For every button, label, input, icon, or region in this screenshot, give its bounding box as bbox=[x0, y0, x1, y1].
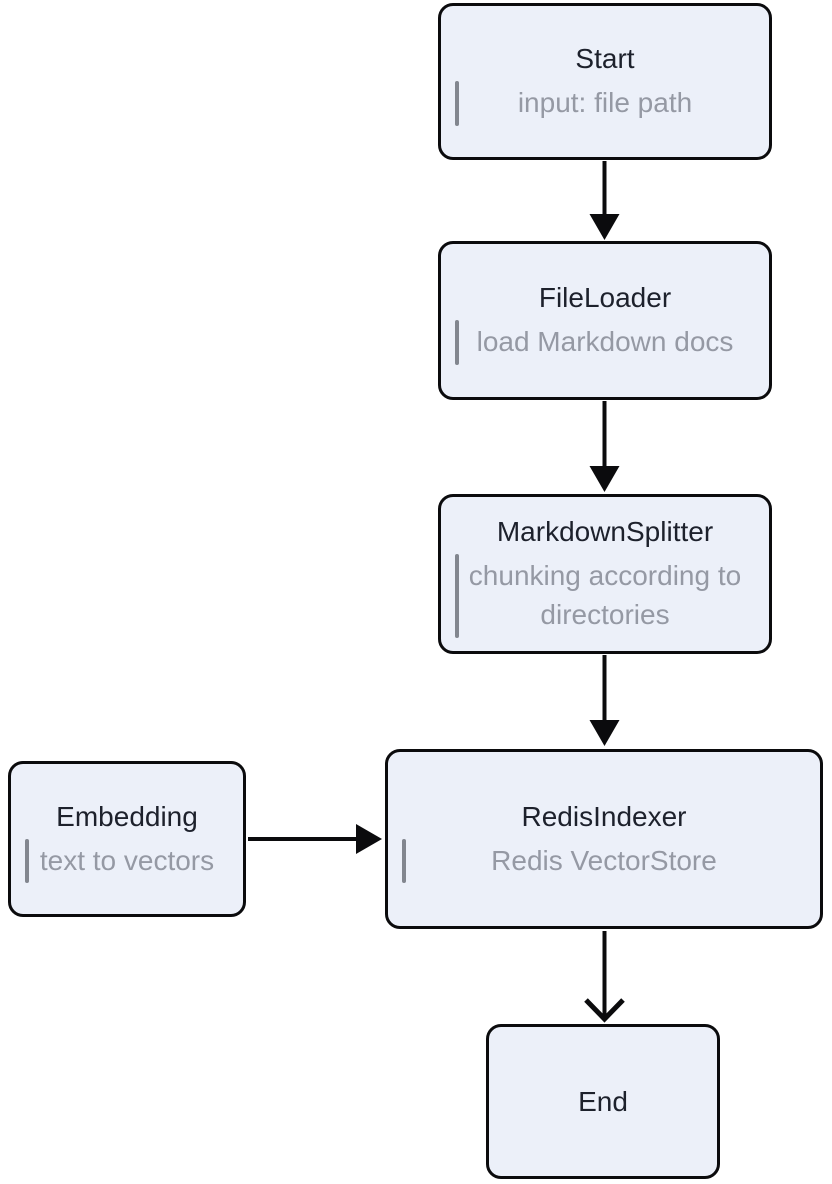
arrowhead-filled-icon bbox=[589, 214, 620, 240]
arrowhead-filled-icon bbox=[589, 720, 620, 746]
edge-fileloader-to-markdownsplitter bbox=[589, 401, 620, 492]
node-markdownsplitter-title: MarkdownSplitter bbox=[496, 516, 714, 548]
node-redisindexer-title: RedisIndexer bbox=[521, 800, 687, 832]
edge-redisindexer-to-end bbox=[584, 931, 625, 1023]
node-markdownsplitter-subtitle-row: chunking according to directories bbox=[441, 554, 769, 638]
node-embedding-title: Embedding bbox=[56, 800, 198, 832]
node-start: Start input: file path bbox=[438, 3, 772, 160]
subtitle-quote-bar bbox=[402, 838, 406, 884]
node-markdownsplitter: MarkdownSplitter chunking according to d… bbox=[438, 494, 772, 654]
node-redisindexer-subtitle-row: Redis VectorStore bbox=[388, 838, 820, 884]
edge-markdownsplitter-to-redisindexer bbox=[589, 655, 620, 746]
arrowhead-filled-icon bbox=[589, 466, 620, 492]
subtitle-quote-bar bbox=[25, 838, 29, 884]
node-fileloader-subtitle-row: load Markdown docs bbox=[441, 320, 769, 365]
arrowhead-filled-icon bbox=[356, 824, 382, 854]
node-start-title: Start bbox=[575, 43, 635, 75]
subtitle-quote-bar bbox=[455, 554, 459, 638]
node-redisindexer: RedisIndexer Redis VectorStore bbox=[385, 749, 823, 929]
node-fileloader-title: FileLoader bbox=[538, 282, 672, 314]
node-embedding: Embedding text to vectors bbox=[8, 761, 246, 917]
node-end: End bbox=[486, 1024, 720, 1179]
node-redisindexer-subtitle: Redis VectorStore bbox=[491, 844, 717, 876]
subtitle-quote-bar bbox=[455, 81, 459, 126]
node-end-title: End bbox=[578, 1085, 628, 1117]
subtitle-quote-bar bbox=[455, 320, 459, 365]
node-fileloader: FileLoader load Markdown docs bbox=[438, 241, 772, 400]
node-embedding-subtitle-row: text to vectors bbox=[11, 838, 243, 884]
edge-start-to-fileloader bbox=[589, 161, 620, 240]
edge-embedding-to-redisindexer bbox=[248, 824, 382, 854]
node-embedding-subtitle: text to vectors bbox=[39, 844, 215, 876]
node-start-subtitle: input: file path bbox=[517, 87, 693, 119]
node-start-subtitle-row: input: file path bbox=[441, 81, 769, 126]
node-fileloader-subtitle: load Markdown docs bbox=[476, 326, 734, 358]
arrowhead-open-icon bbox=[584, 998, 625, 1023]
node-markdownsplitter-subtitle: chunking according to directories bbox=[468, 560, 742, 630]
